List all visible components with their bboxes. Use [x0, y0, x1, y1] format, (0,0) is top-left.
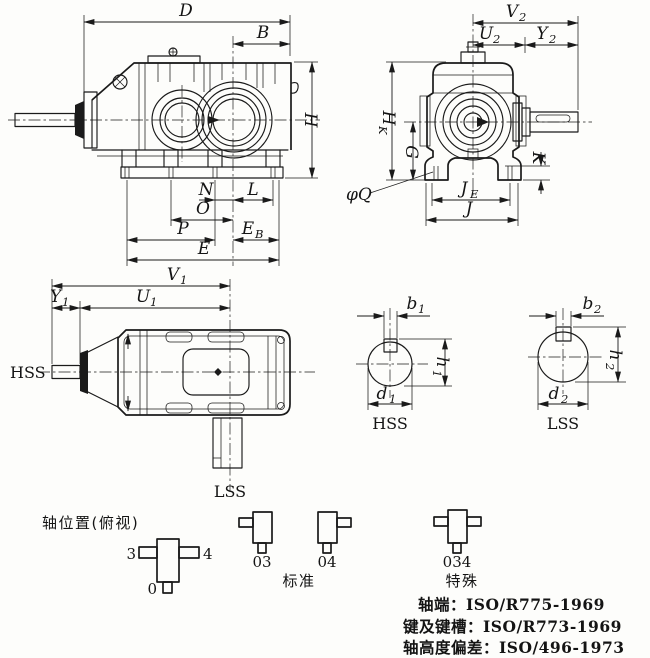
dim-U2: U [479, 24, 494, 44]
cooling-ribs [138, 63, 276, 150]
extension-lines-bottom [126, 180, 280, 266]
dim-U1-sub: 1 [150, 295, 157, 309]
dim-d2-sub: 2 [560, 392, 568, 406]
position-diagram-04 [317, 511, 352, 554]
dim-D: D [178, 1, 193, 21]
bearing-cap [75, 101, 84, 139]
lifting-hook [290, 81, 299, 94]
dim-E: E [197, 239, 211, 259]
dim-EB-sub: B [254, 227, 263, 241]
lss-label: LSS [214, 482, 246, 501]
lss-keyway [555, 326, 572, 342]
output-shaft [512, 102, 579, 142]
dim-H: H [300, 112, 320, 129]
dim-JE: J [458, 179, 469, 199]
position-diagram-034 [433, 509, 482, 554]
dim-N: N [198, 180, 215, 200]
pos-3-label: 3 [126, 545, 136, 563]
side-cover-right [515, 95, 527, 147]
dim-d1: d [377, 384, 388, 404]
iso-notes: 轴端：ISO/R775-1969 键及键槽：ISO/R773-1969 轴高度偏… [402, 595, 625, 657]
dim-HK-sub: K [376, 125, 390, 136]
dim-phiQ: φQ [346, 185, 372, 205]
dim-h2-sub: 2 [603, 362, 617, 370]
end-housing-outline [424, 62, 522, 181]
pos-0-label: 0 [147, 580, 157, 598]
dim-d1-sub: 1 [389, 392, 396, 406]
dim-V1: V [167, 265, 181, 285]
note-shaft-end: 轴端：ISO/R775-1969 [418, 595, 605, 614]
hss-shaft-section: b 1 h 1 d 1 HSS [356, 294, 452, 433]
pos-4-label: 4 [203, 545, 213, 563]
dim-O: O [196, 199, 210, 219]
dim-U2-sub: 2 [492, 32, 500, 46]
dim-h1: h [432, 357, 452, 368]
lss-shaft-section: b 2 h 2 d 2 LSS [528, 294, 626, 433]
lss-section-label: LSS [547, 414, 579, 433]
special-label: 特殊 [445, 572, 478, 590]
side-view: D B H N L O P E B [8, 1, 320, 266]
inspection-plug [112, 74, 128, 90]
shaft-position-legend: 轴位置(俯视) 3 4 0 03 04 标准 [42, 509, 482, 598]
dim-V2-sub: 2 [518, 10, 526, 24]
dim-V2: V [506, 2, 520, 22]
dim-b2-sub: 2 [593, 302, 601, 316]
top-body-outline [117, 329, 291, 416]
dim-V1-sub: 1 [180, 273, 187, 287]
dim-J: J [463, 199, 474, 219]
dim-Y2-sub: 2 [548, 32, 556, 46]
dim-b1-sub: 1 [418, 302, 425, 316]
position-diagram-03 [238, 511, 273, 554]
bolt-pads [165, 331, 285, 414]
dim-P: P [176, 219, 189, 239]
dim-Y2: Y [536, 24, 549, 44]
top-cover-strip [147, 55, 201, 64]
input-bore-circles [434, 83, 512, 161]
note-shaft-height-tolerance: 轴高度偏差：ISO/496-1973 [403, 638, 625, 657]
end-view: V 2 U 2 Y 2 H K G K φQ [346, 2, 592, 226]
standard-label: 标准 [282, 572, 315, 590]
dim-EB: E [241, 219, 255, 239]
dim-b2: b [583, 294, 594, 314]
side-cover-left [419, 95, 431, 147]
top-view: V 1 Y 1 U 1 HSS [10, 265, 315, 501]
dim-JE-sub: E [469, 187, 479, 201]
hss-label: HSS [10, 363, 46, 382]
dim-h1-sub: 1 [430, 370, 444, 377]
dim-Y1: Y [50, 287, 63, 307]
dim-K: K [528, 151, 548, 166]
bearing-bosses [151, 81, 273, 159]
variant-034-label: 034 [443, 553, 472, 571]
foot-bolt-holes [433, 166, 513, 180]
legend-title: 轴位置(俯视) [42, 514, 139, 532]
variant-04-label: 04 [317, 553, 336, 571]
lss-shaft [212, 417, 243, 469]
base-feet [120, 149, 284, 179]
note-key-keyway: 键及键槽：ISO/R773-1969 [402, 617, 622, 636]
dim-Y1-sub: 1 [62, 295, 69, 309]
dim-G: G [401, 145, 421, 159]
dim-L: L [246, 180, 258, 200]
breather-plug [168, 47, 178, 57]
dim-HK: H [378, 110, 398, 127]
variant-03-label: 03 [252, 553, 271, 571]
hss-section-label: HSS [372, 414, 408, 433]
position-diagram-main [138, 538, 200, 594]
dim-U1: U [136, 287, 151, 307]
dim-b1: b [407, 294, 418, 314]
gear-block [182, 348, 250, 396]
dim-h2: h [605, 350, 625, 361]
dim-d2: d [549, 384, 560, 404]
hss-keyway [383, 338, 398, 353]
dim-B: B [256, 23, 270, 43]
foundation-bolt-holes [124, 167, 276, 178]
